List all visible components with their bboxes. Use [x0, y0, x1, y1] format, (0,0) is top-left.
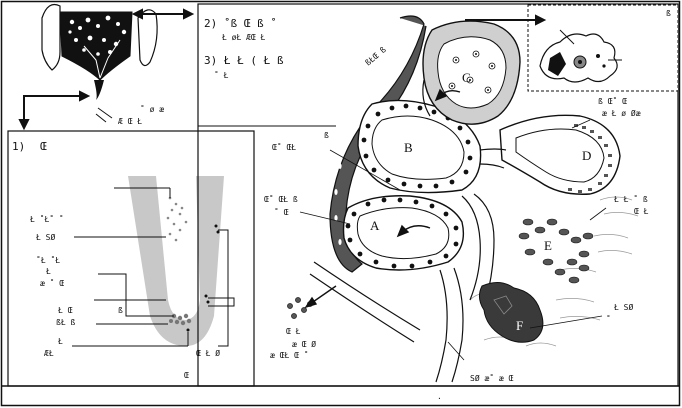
- panel-2-line2: 2) ˚ß Œ ß ˚: [204, 17, 277, 30]
- p1-label-l2a: ˚Ł ˚Ł: [36, 255, 60, 265]
- secretion-cluster-e: [519, 219, 593, 283]
- main-label-right-mid: Ł Ł ˚ ß: [613, 194, 648, 204]
- vessel-fragments: [287, 297, 312, 318]
- tumor-f: [479, 282, 542, 342]
- main-label-bot-left2: æ Œ Ø: [292, 339, 316, 349]
- main-label-left2b: ˚ Œ: [274, 207, 289, 217]
- intestinal-crypt: [128, 176, 224, 346]
- p1-label-l1b: Ł SØ: [35, 232, 55, 242]
- panel-2-line3b: ˚ Ł: [214, 70, 229, 80]
- p1-label-l2c: æ ˚ Œ: [40, 278, 64, 288]
- main-label-left1: Œ˚ ŒŁ: [272, 142, 296, 152]
- main-label-bot-mid: SØ æ˚ æ Œ: [470, 373, 514, 383]
- tissue-block-icon: [42, 5, 157, 101]
- main-label-right-top: ß Œ˚ Œ: [598, 96, 627, 106]
- p1-label-l1a: Ł ˚Ł˚ ˚: [29, 214, 64, 224]
- main-label-bot-left3: æ ŒŁ Œ ˚: [270, 350, 309, 360]
- p1-label-l3a: Ł Œ: [57, 306, 73, 315]
- main-label-left2: Œ˚ ŒŁ ß: [264, 194, 298, 204]
- icon-caption-line1: ˚ ø æ: [140, 104, 164, 114]
- main-label-left1b: ß: [324, 131, 329, 140]
- region-label-c: C: [462, 70, 471, 85]
- p1-label-l2b: Ł: [45, 267, 51, 276]
- panel-1-number: 1): [12, 140, 25, 153]
- p1-label-l3b: ßŁ ß: [56, 318, 75, 327]
- panel-2-line3: 3) Ł Ł ( Ł ß: [204, 54, 284, 67]
- icon-to-panel1-arrow: [20, 92, 88, 128]
- region-label-d: D: [582, 148, 591, 163]
- main-label-right-lowb: ˚: [606, 314, 611, 324]
- main-label-right-low: Ł SØ: [613, 302, 633, 312]
- main-label-bot-left1: Œ Ł: [286, 327, 301, 336]
- main-label-right-midb: Œ Ł: [634, 207, 649, 216]
- icon-caption-line2: Æ Œ Ł: [118, 117, 142, 126]
- icon-to-panel2-arrow: [134, 10, 192, 18]
- lobule-c: [423, 21, 520, 124]
- panel-2-line2b: Ł øŁ ÆŒ Ł: [221, 33, 266, 42]
- lobule-d: [500, 115, 620, 194]
- region-label-e: E: [544, 238, 552, 253]
- inset-corner-mark: ß: [666, 9, 671, 18]
- p1-label-l4a: Ł: [57, 337, 63, 346]
- p1-label-r3: Œ: [184, 371, 189, 380]
- p1-label-l4b: ÆŁ: [44, 349, 54, 358]
- main-label-top-duct: ßŁŒ ß: [364, 45, 388, 67]
- region-label-b: B: [404, 140, 413, 155]
- panel-1-title: Œ: [40, 140, 47, 153]
- p1-label-r1: ß: [118, 306, 123, 315]
- p1-label-r2: Œ Ł Ø: [196, 348, 220, 358]
- small-pointer-arrows: [96, 108, 112, 122]
- region-label-a: A: [370, 218, 380, 233]
- main-label-right-topb: æ Ł ø Øæ: [602, 108, 641, 118]
- footer-dot: .: [437, 392, 442, 401]
- region-label-f: F: [516, 318, 523, 333]
